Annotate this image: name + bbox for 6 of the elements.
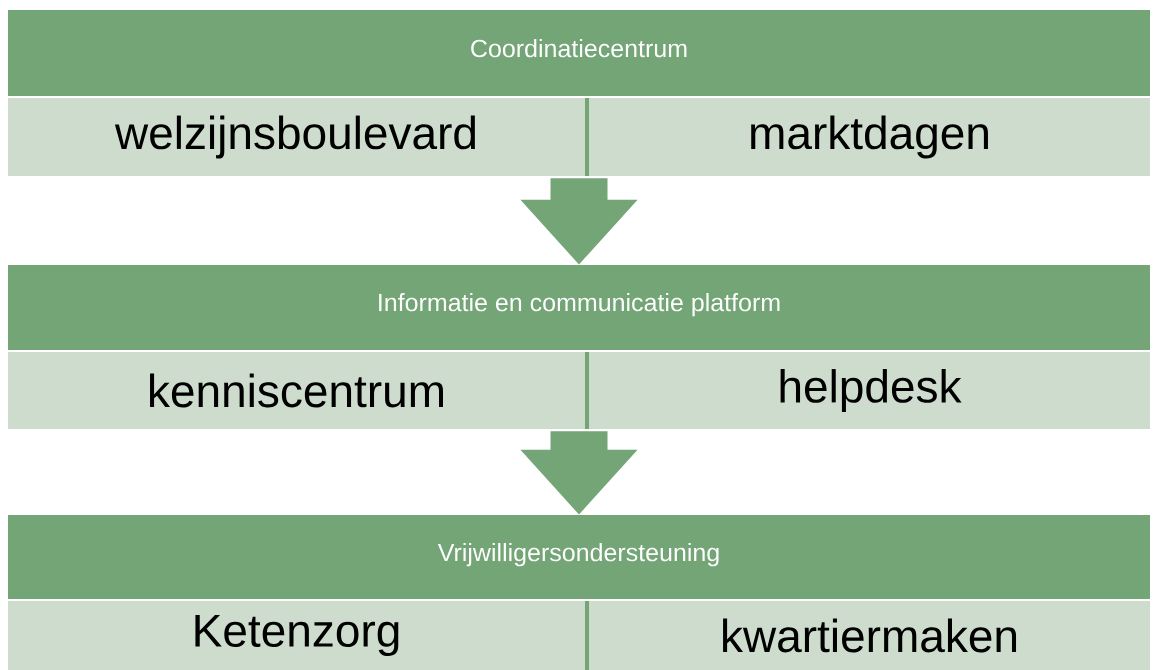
cell: Ketenzorg bbox=[8, 601, 585, 670]
cell: welzijnsboulevard bbox=[8, 98, 585, 176]
cell: kwartiermaken bbox=[589, 601, 1150, 670]
cell: marktdagen bbox=[589, 98, 1150, 176]
cell: kenniscentrum bbox=[8, 352, 585, 429]
cell: helpdesk bbox=[589, 352, 1150, 429]
